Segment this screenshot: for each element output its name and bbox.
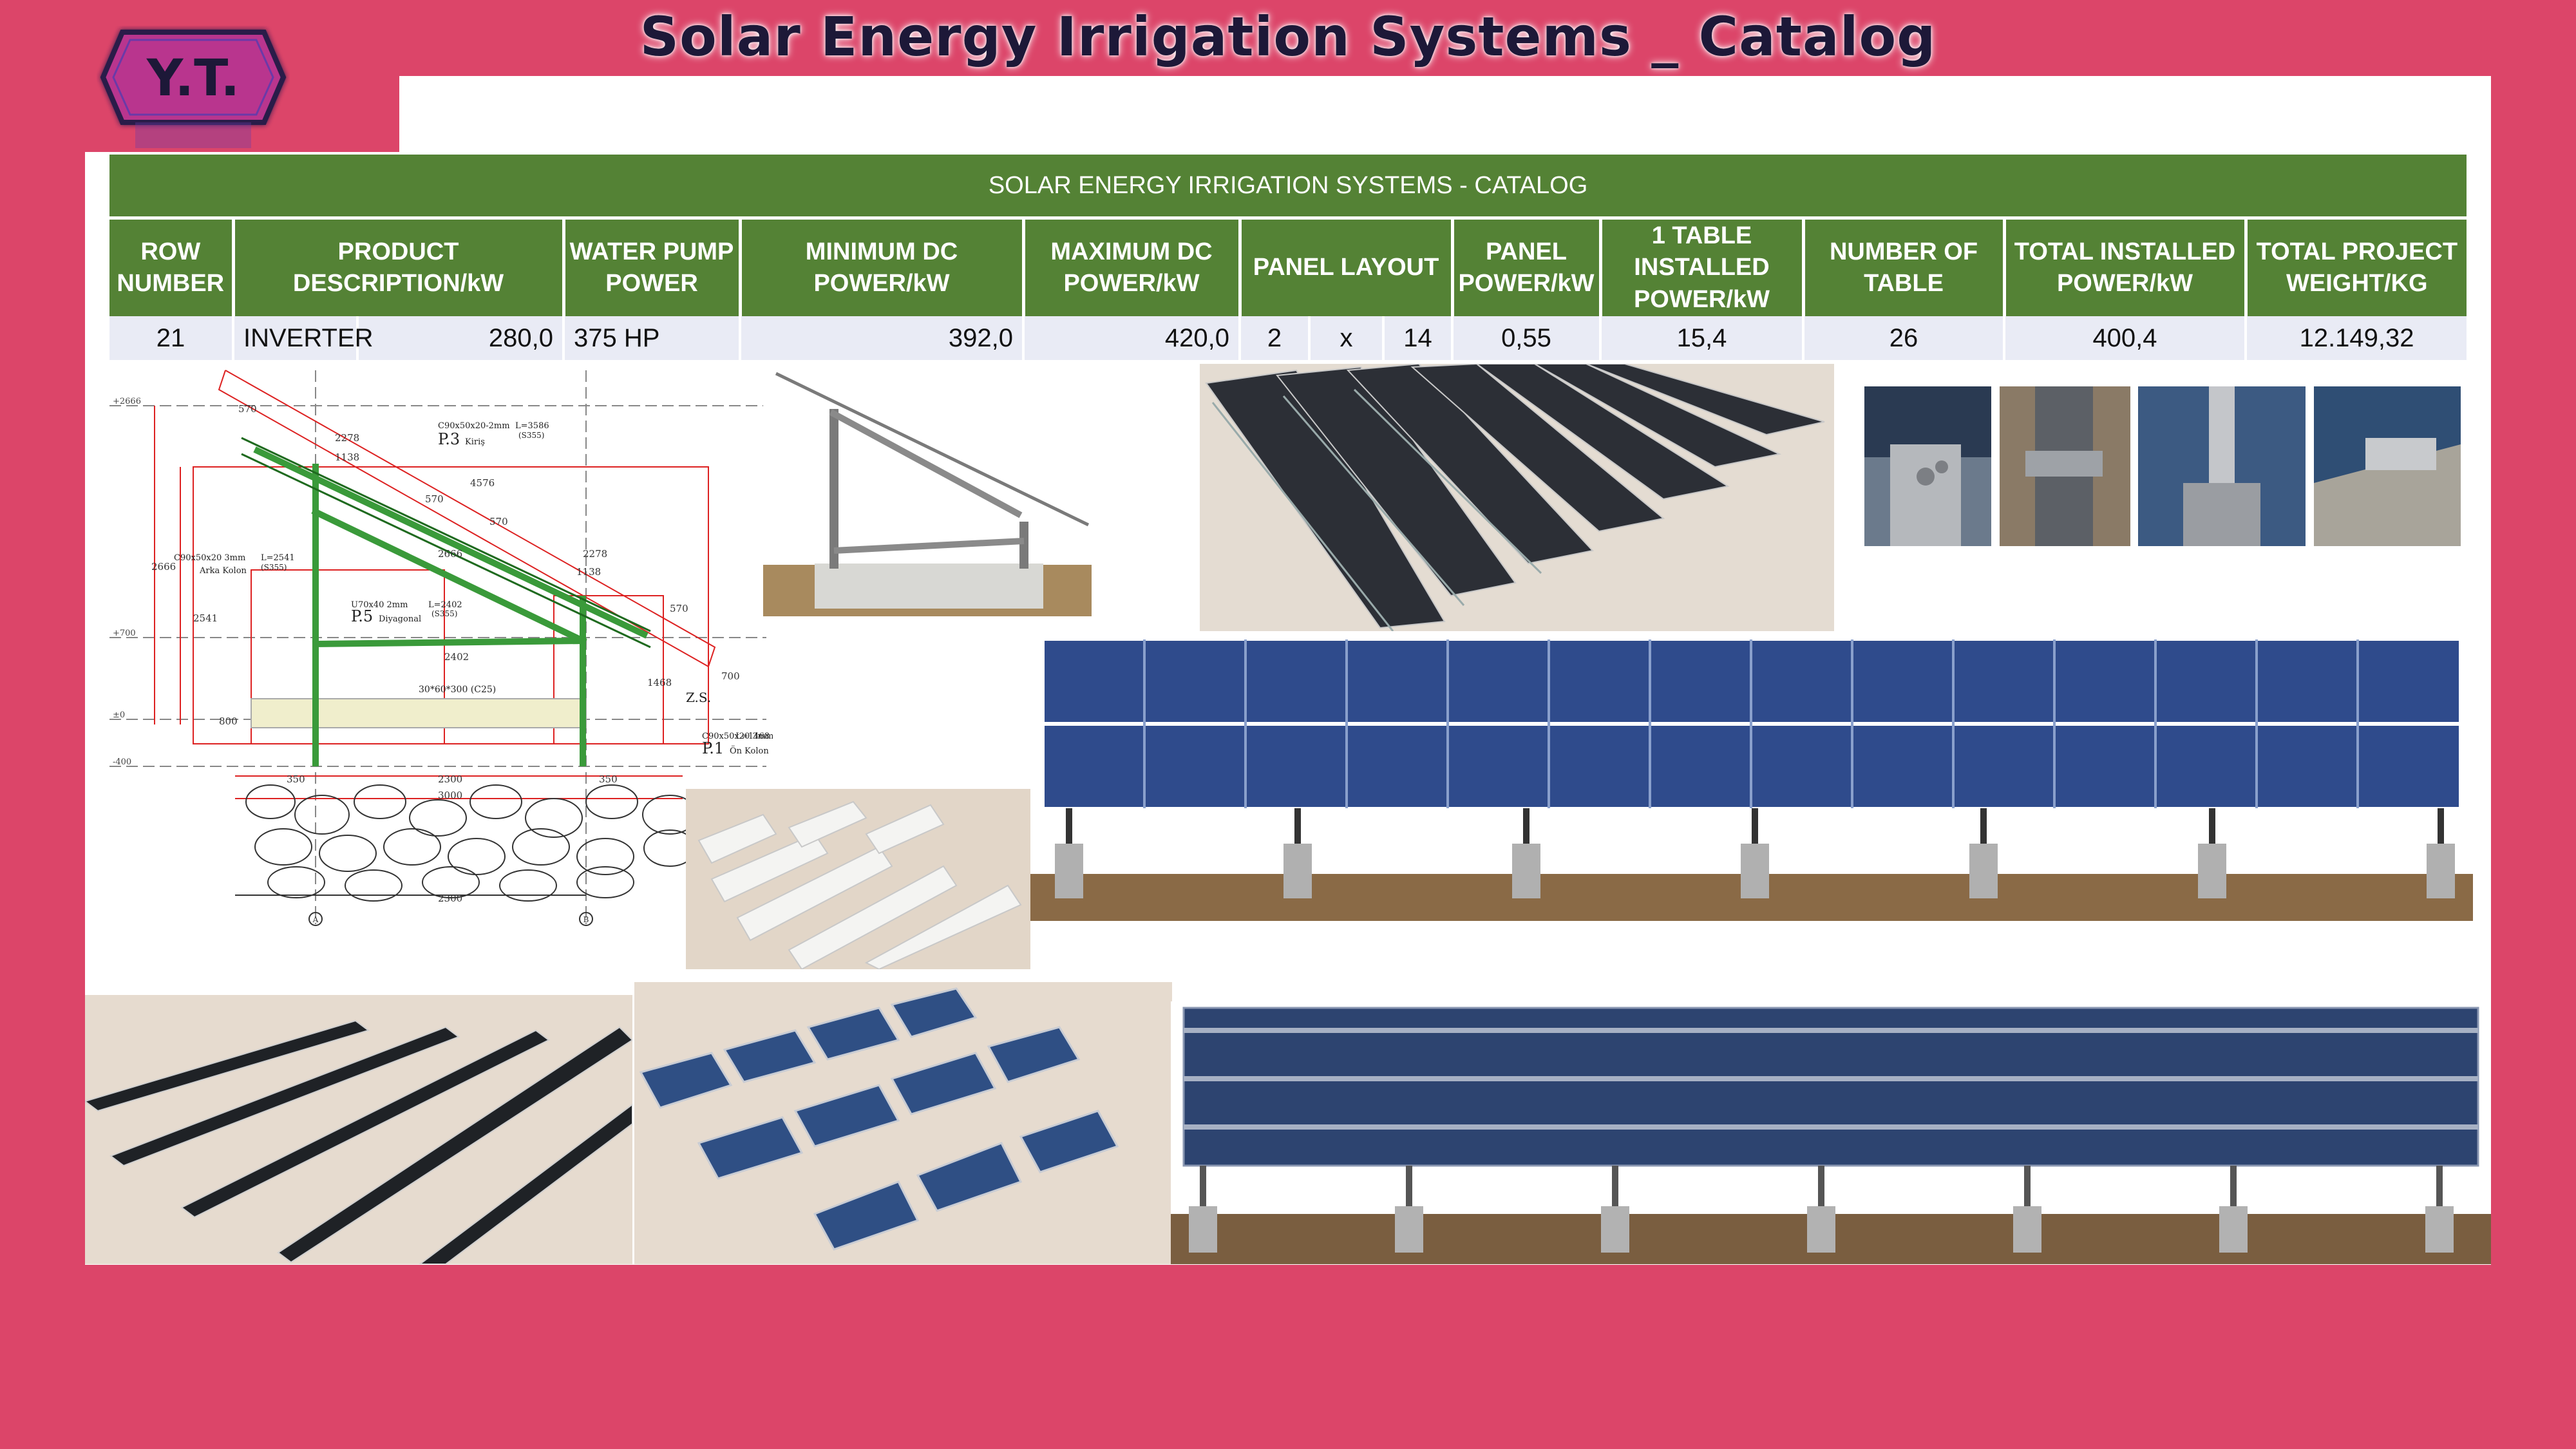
frame-sketch bbox=[763, 364, 1098, 621]
svg-text:(S355): (S355) bbox=[431, 609, 458, 618]
table-title: SOLAR ENERGY IRRIGATION SYSTEMS - CATALO… bbox=[109, 155, 2467, 220]
svg-text:C90x50x20 3mm: C90x50x20 3mm bbox=[702, 732, 773, 741]
svg-text:30*60*300 (C25): 30*60*300 (C25) bbox=[419, 685, 496, 695]
svg-text:C90x50x20 3mm: C90x50x20 3mm bbox=[174, 553, 245, 563]
white-frames-layout bbox=[686, 789, 1030, 969]
svg-text:350: 350 bbox=[599, 773, 618, 785]
svg-text:±0: ±0 bbox=[113, 710, 125, 720]
blue-panel-field bbox=[634, 982, 1172, 1264]
svg-text:2402: 2402 bbox=[444, 651, 469, 663]
cell-product-kw: 280,0 bbox=[357, 316, 565, 360]
header-maximum-dc-power: MAXIMUM DC POWER/kW bbox=[1023, 218, 1242, 316]
svg-text:570: 570 bbox=[670, 603, 688, 614]
black-panel-field bbox=[85, 995, 632, 1264]
svg-text:2666: 2666 bbox=[151, 561, 176, 573]
svg-text:1138: 1138 bbox=[335, 451, 359, 463]
svg-text:Kiriş: Kiriş bbox=[465, 437, 485, 447]
svg-text:P.5: P.5 bbox=[351, 607, 373, 625]
svg-text:Arka Kolon: Arka Kolon bbox=[199, 566, 247, 576]
svg-text:570: 570 bbox=[238, 403, 257, 415]
svg-text:800: 800 bbox=[219, 715, 238, 727]
cell-total-project-weight: 12.149,32 bbox=[2246, 316, 2467, 360]
header-product-description: PRODUCT DESCRIPTION/kW bbox=[233, 218, 565, 316]
svg-text:B: B bbox=[583, 915, 589, 924]
svg-text:3000: 3000 bbox=[438, 790, 462, 801]
svg-text:-400: -400 bbox=[113, 757, 131, 767]
svg-text:2278: 2278 bbox=[583, 548, 607, 560]
cell-minimum-dc-power: 392,0 bbox=[740, 316, 1025, 360]
rail-detail bbox=[2138, 386, 2306, 546]
svg-text:L=2402: L=2402 bbox=[428, 600, 462, 610]
clamp-detail bbox=[2000, 386, 2130, 546]
cell-panel-power: 0,55 bbox=[1452, 316, 1602, 360]
svg-text:L=2541: L=2541 bbox=[261, 553, 295, 563]
header-total-project-weight: TOTAL PROJECT WEIGHT/KG bbox=[2246, 218, 2467, 316]
header-panel-layout: PANEL LAYOUT bbox=[1240, 218, 1454, 316]
yt-logo: Y.T. bbox=[100, 30, 287, 148]
cell-number-of-table: 26 bbox=[1803, 316, 2005, 360]
catalog-table: SOLAR ENERGY IRRIGATION SYSTEMS - CATALO… bbox=[109, 155, 2467, 360]
structural-section-drawing: +2666 +700 ±0 -400 bbox=[103, 364, 773, 931]
cell-maximum-dc-power: 420,0 bbox=[1023, 316, 1241, 360]
cell-total-installed-power: 400,4 bbox=[2004, 316, 2247, 360]
svg-text:570: 570 bbox=[489, 516, 508, 527]
logo-text: Y.T. bbox=[146, 50, 240, 108]
cell-row-number: 21 bbox=[109, 316, 234, 360]
bolt-joint-detail bbox=[1864, 386, 1991, 546]
header-number-of-table: NUMBER OF TABLE bbox=[1803, 218, 2006, 316]
header-minimum-dc-power: MINIMUM DC POWER/kW bbox=[740, 218, 1025, 316]
solar-field-angled bbox=[1200, 364, 1834, 631]
header-water-pump-power: WATER PUMP POWER bbox=[564, 218, 742, 316]
svg-text:C90x50x20-2mm: C90x50x20-2mm bbox=[438, 421, 510, 431]
cell-water-pump-power: 375 HP bbox=[564, 316, 741, 360]
svg-text:(S355): (S355) bbox=[518, 431, 545, 440]
svg-text:2666: 2666 bbox=[438, 548, 462, 560]
cell-one-table-installed-power: 15,4 bbox=[1600, 316, 1804, 360]
page-title: Solar Energy Irrigation Systems _ Catalo… bbox=[639, 5, 1937, 68]
svg-text:2300: 2300 bbox=[438, 893, 462, 904]
svg-text:Diyagonal: Diyagonal bbox=[379, 614, 421, 624]
svg-text:U70x40 2mm: U70x40 2mm bbox=[351, 600, 408, 610]
svg-text:2541: 2541 bbox=[193, 612, 218, 624]
svg-text:+2666: +2666 bbox=[113, 397, 141, 406]
header-panel-power: PANEL POWER/kW bbox=[1452, 218, 1602, 316]
svg-text:2300: 2300 bbox=[438, 773, 462, 785]
svg-text:350: 350 bbox=[287, 773, 305, 785]
svg-text:+700: +700 bbox=[113, 629, 136, 638]
header-row-number: ROW NUMBER bbox=[109, 218, 235, 316]
svg-text:A: A bbox=[312, 915, 319, 924]
svg-text:P.3: P.3 bbox=[438, 430, 460, 448]
svg-text:700: 700 bbox=[721, 670, 740, 682]
rear-elevation bbox=[1171, 1001, 2491, 1264]
svg-text:(S355): (S355) bbox=[261, 563, 287, 572]
svg-text:Z.S.: Z.S. bbox=[686, 690, 711, 705]
svg-text:2278: 2278 bbox=[335, 432, 359, 444]
svg-text:Ön Kolon: Ön Kolon bbox=[730, 745, 769, 756]
header-total-installed-power: TOTAL INSTALLED POWER/kW bbox=[2004, 218, 2248, 316]
svg-text:1138: 1138 bbox=[576, 566, 601, 578]
table-row: 21 INVERTER 280,0 375 HP 392,0 420,0 2 x… bbox=[109, 316, 2467, 360]
cell-layout-cols: 14 bbox=[1383, 316, 1454, 360]
svg-text:P.1: P.1 bbox=[702, 739, 724, 757]
svg-text:1468: 1468 bbox=[647, 677, 672, 688]
cell-product-type: INVERTER bbox=[233, 316, 374, 360]
cell-layout-x: x bbox=[1309, 316, 1385, 360]
front-elevation bbox=[1030, 634, 2473, 921]
content-sheet-top bbox=[399, 76, 2491, 156]
end-clamp-detail bbox=[2314, 386, 2461, 546]
cell-layout-rows: 2 bbox=[1240, 316, 1311, 360]
svg-text:L=1468: L=1468 bbox=[735, 732, 770, 741]
svg-text:L=3586: L=3586 bbox=[515, 421, 549, 431]
header-one-table-installed-power: 1 TABLE INSTALLED POWER/kW bbox=[1600, 218, 1805, 316]
svg-text:570: 570 bbox=[425, 493, 444, 505]
svg-text:4576: 4576 bbox=[470, 477, 495, 489]
